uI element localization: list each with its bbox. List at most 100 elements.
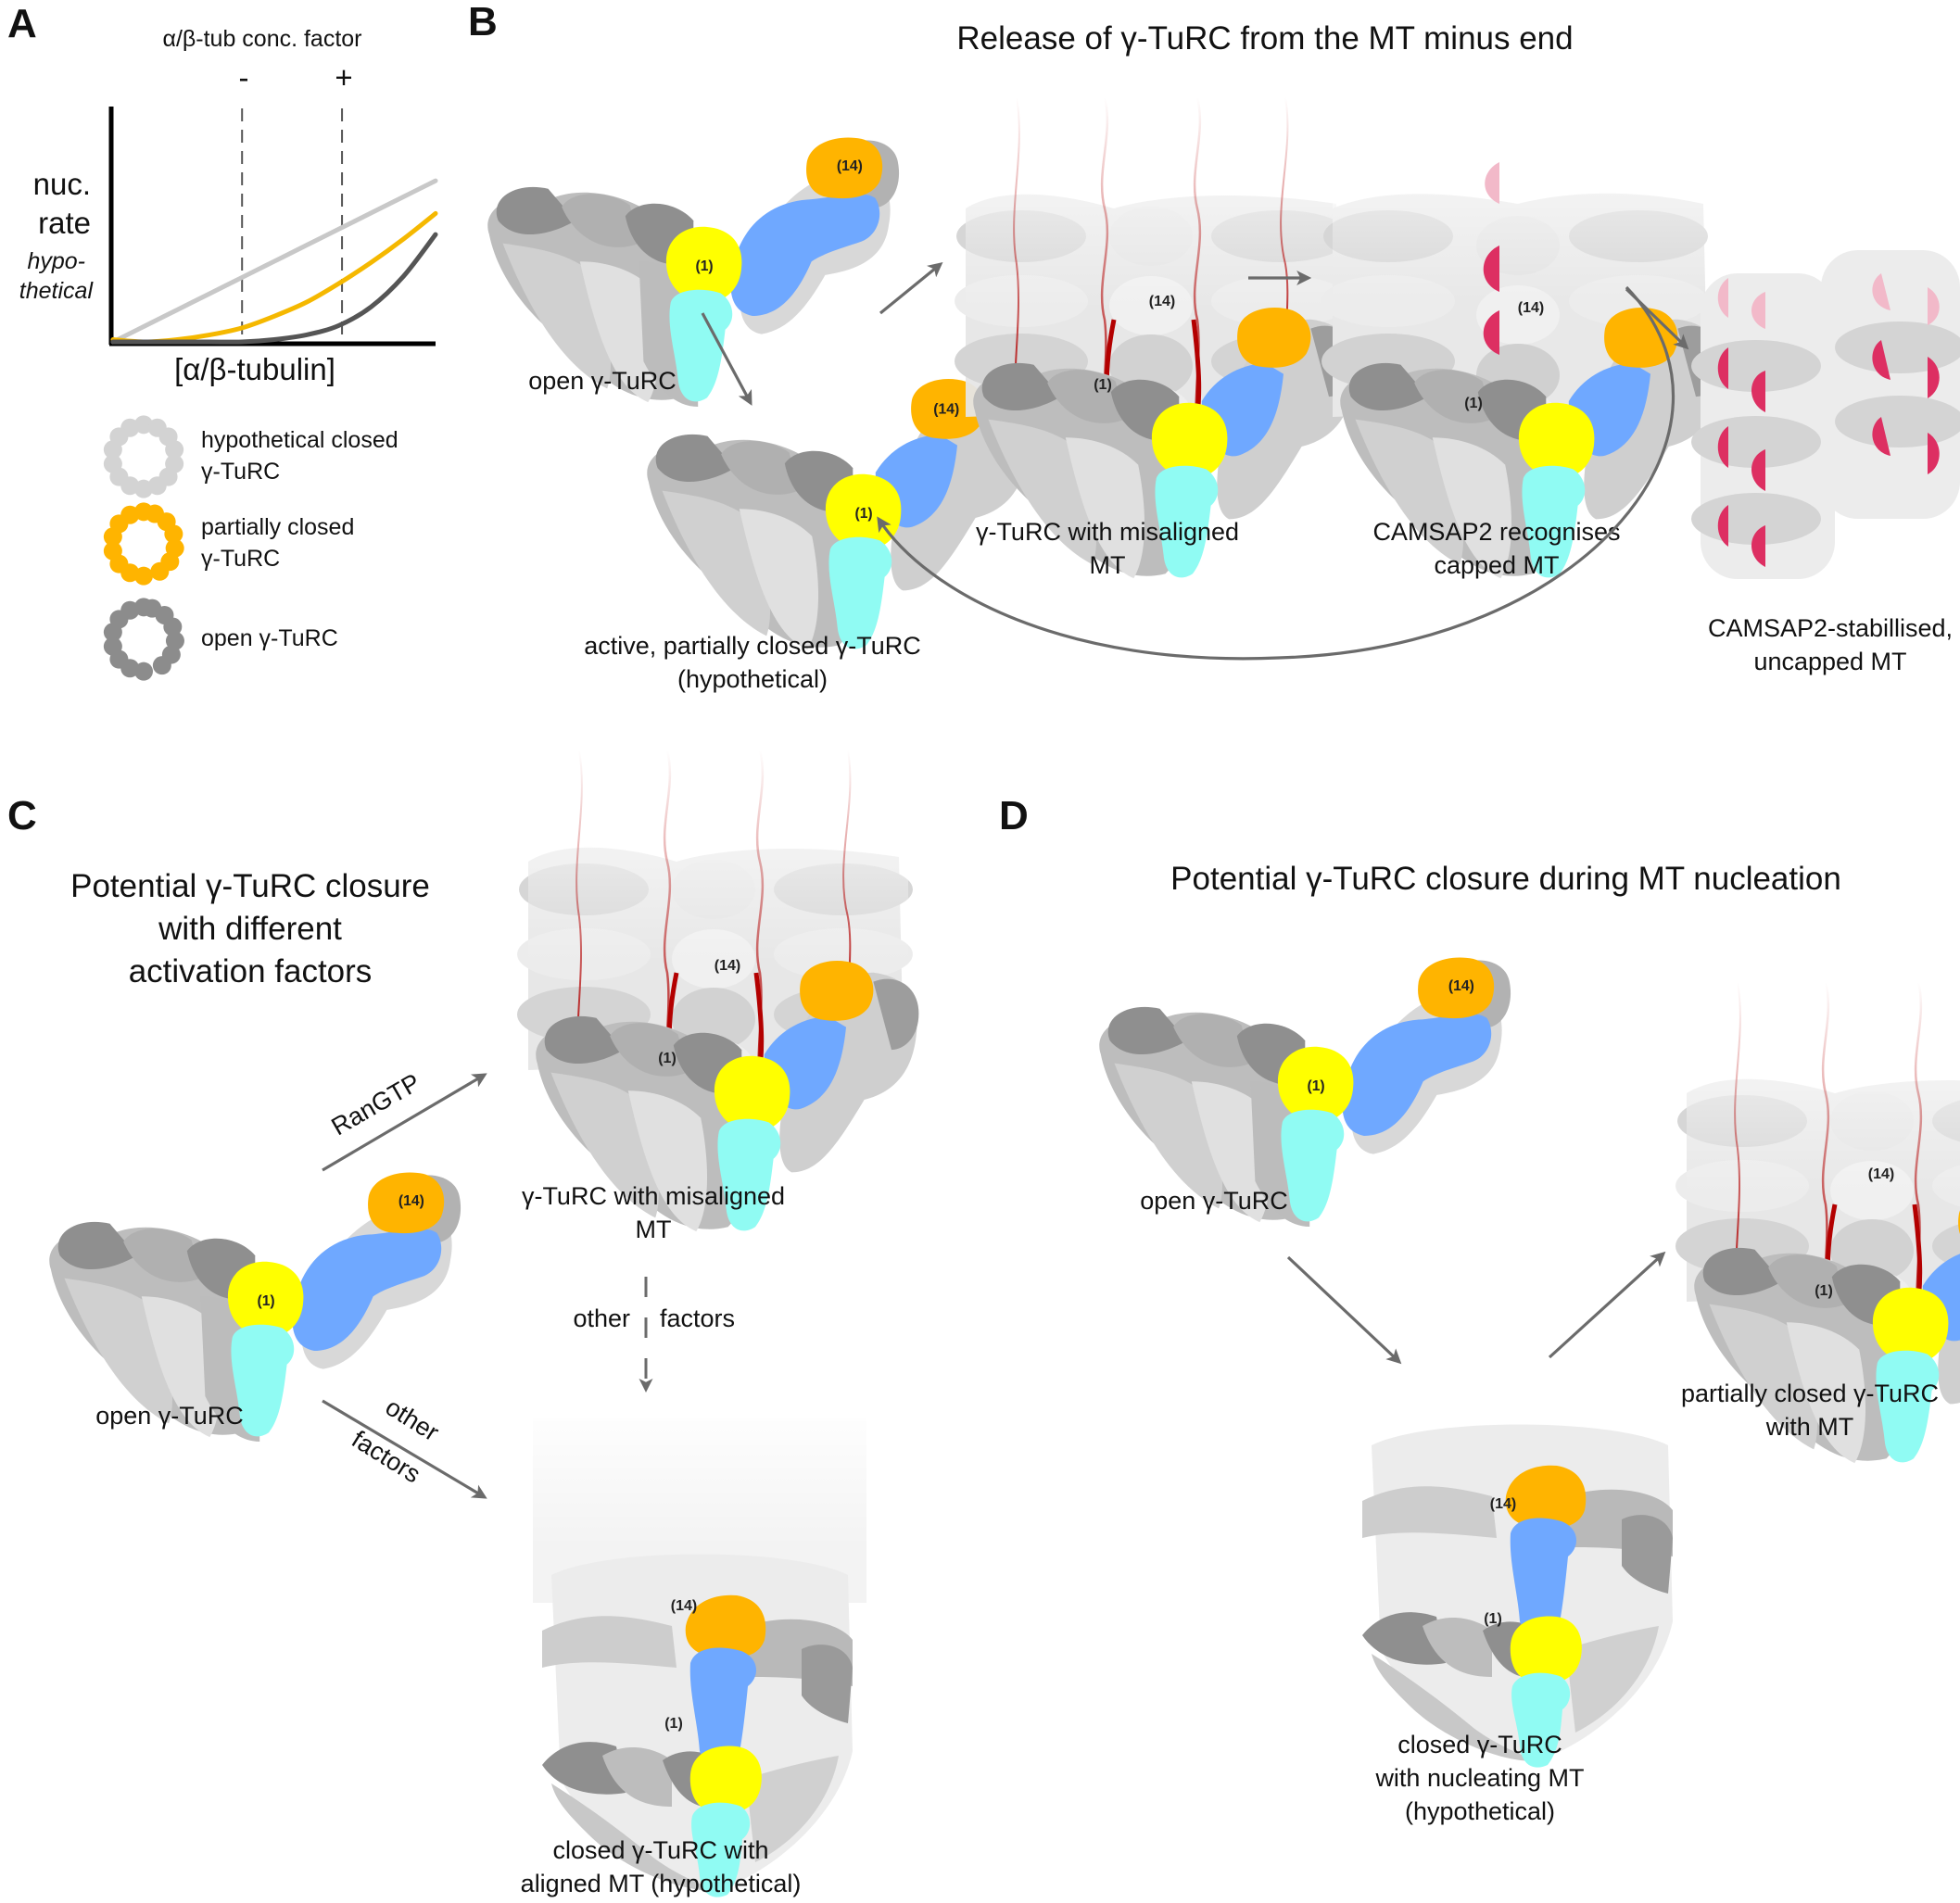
ylabel-hypo: hypo-	[27, 248, 85, 274]
caption-misaligned-c: γ-TuRC with misaligned	[522, 1182, 785, 1210]
caption-partial-d-2: with MT	[1765, 1413, 1854, 1441]
series-line-closed	[110, 178, 438, 345]
subunit-14-label: (14)	[1868, 1166, 1894, 1182]
partial-ring-icon	[103, 502, 184, 586]
caption-closed-d: closed γ-TuRC	[1397, 1731, 1562, 1758]
arrow-open-to-active	[701, 312, 752, 406]
panel-c-title-1: Potential γ-TuRC closure	[70, 868, 430, 904]
camsap-stabilised-mt	[1691, 250, 1960, 579]
caption-misaligned-2: MT	[1090, 551, 1126, 579]
panel-a: A α/β-tub conc. factor - + nuc. rate hyp…	[7, 1, 438, 681]
caption-stabilised: CAMSAP2-stabillised,	[1708, 614, 1953, 642]
ring-subunit	[165, 454, 184, 473]
caption-open-c: open γ-TuRC	[95, 1402, 244, 1430]
marker-plus-label: +	[335, 60, 352, 95]
subunit-1-label: (1)	[1484, 1611, 1502, 1627]
nucleation-rate-chart: - + nuc. rate hypo- thetical [α/β-tubuli…	[19, 60, 438, 386]
subunit-14-label: (14)	[714, 958, 740, 974]
ring-subunit	[147, 418, 167, 437]
legend-label: partially closed	[201, 514, 354, 540]
camsap2-marker-faded	[1872, 273, 1890, 310]
camsap2-marker	[1483, 310, 1499, 355]
camsap2-marker	[1717, 347, 1728, 389]
subunit-1-label: (1)	[664, 1716, 683, 1732]
caption-partial-d: partially closed γ-TuRC	[1681, 1380, 1939, 1407]
panel-c-title-3: activation factors	[129, 953, 373, 989]
legend-label: open γ-TuRC	[201, 625, 338, 651]
camsap2-marker	[1872, 340, 1890, 380]
subunit-1-label: (1)	[1094, 377, 1112, 393]
ring-subunit	[145, 504, 165, 523]
closed-aligned-mt-c	[533, 1418, 866, 1897]
ring-subunit	[103, 623, 122, 642]
ring-subunit	[134, 566, 153, 586]
ylabel-rate: rate	[38, 206, 91, 240]
arrow-rangtp	[322, 1073, 487, 1172]
legend: hypothetical closed γ-TuRC partially clo…	[103, 415, 398, 681]
series-line-partial	[110, 210, 438, 345]
panel-letter-d: D	[999, 793, 1029, 838]
arrow-capped-to-stabilised	[1625, 287, 1689, 350]
ring-subunit	[103, 440, 122, 460]
legend-label: γ-TuRC	[201, 546, 280, 572]
arrow-closed-to-partial-d	[1548, 1251, 1666, 1359]
closed-ring-icon	[103, 415, 184, 498]
caption-stabilised-2: uncapped MT	[1753, 648, 1906, 675]
arrow-other-factors-c	[322, 1399, 487, 1499]
panel-letter-a: A	[7, 1, 37, 46]
ylabel-thetical: thetical	[19, 278, 95, 304]
caption-misaligned: γ-TuRC with misaligned	[976, 518, 1239, 546]
ring-subunit	[103, 527, 122, 547]
caption-open: open γ-TuRC	[528, 367, 677, 395]
subunit-14-label: (14)	[1448, 978, 1474, 994]
marker-minus-label: -	[239, 60, 249, 95]
panel-letter-c: C	[7, 793, 37, 838]
open-complex-d: (1) (14)	[1099, 957, 1511, 1227]
legend-item-partial: partially closed γ-TuRC	[103, 502, 354, 586]
ring-subunit	[165, 538, 184, 558]
panel-d: D Potential γ-TuRC closure during MT nuc…	[999, 793, 1960, 1825]
arrow-other-label-1: other	[381, 1393, 444, 1446]
caption-closed-c: closed γ-TuRC with	[552, 1836, 768, 1864]
caption-active-2: (hypothetical)	[677, 665, 828, 693]
open-complex-b: (1) (14)	[487, 137, 900, 407]
camsap2-marker	[1485, 162, 1499, 204]
subunit-1-label: (1)	[658, 1051, 677, 1066]
camsap2-marker	[1717, 426, 1728, 468]
subunit-1-label: (1)	[695, 258, 713, 274]
subunit-14-label: (14)	[1518, 300, 1544, 316]
camsap2-marker	[1872, 417, 1890, 456]
arrow-active-to-misaligned	[879, 261, 943, 315]
caption-closed-d-2: with nucleating MT	[1374, 1764, 1584, 1792]
legend-label: γ-TuRC	[201, 459, 280, 485]
subunit-14-label: (14)	[933, 401, 959, 417]
arrow-rangtp-label: RanGTP	[327, 1068, 425, 1141]
camsap2-marker	[1928, 357, 1940, 398]
subunit-14-label: (14)	[398, 1193, 424, 1209]
camsap2-marker	[1928, 433, 1940, 474]
caption-open-d: open γ-TuRC	[1140, 1187, 1288, 1215]
camsap2-marker	[1751, 449, 1765, 491]
conc-factor-label: α/β-tub conc. factor	[162, 26, 361, 52]
caption-misaligned-c-2: MT	[636, 1216, 672, 1243]
subunit-14-label: (14)	[1149, 294, 1175, 309]
legend-item-closed: hypothetical closed γ-TuRC	[103, 415, 398, 498]
caption-camsap-2: capped MT	[1434, 551, 1559, 579]
series-line-open	[110, 232, 438, 345]
closed-nucleating-d	[1362, 1424, 1673, 1768]
camsap-capped-mt	[1321, 97, 1724, 579]
subunit-1-label: (1)	[257, 1293, 274, 1309]
subunit-14-label: (14)	[671, 1598, 697, 1614]
camsap2-marker-faded	[1928, 287, 1940, 325]
caption-closed-d-3: (hypothetical)	[1405, 1797, 1555, 1825]
panel-c-title-2: with different	[158, 911, 342, 947]
arrow-recycle	[877, 285, 1675, 661]
subunit-14-label: (14)	[837, 158, 863, 174]
subunit-1-label: (1)	[854, 506, 872, 522]
caption-active: active, partially closed γ-TuRC	[584, 632, 921, 660]
ring-subunit	[165, 631, 184, 650]
subunit-1-label: (1)	[1815, 1283, 1833, 1299]
camsap2-marker-faded	[1717, 278, 1728, 318]
caption-closed-c-2: aligned MT (hypothetical)	[521, 1870, 802, 1897]
